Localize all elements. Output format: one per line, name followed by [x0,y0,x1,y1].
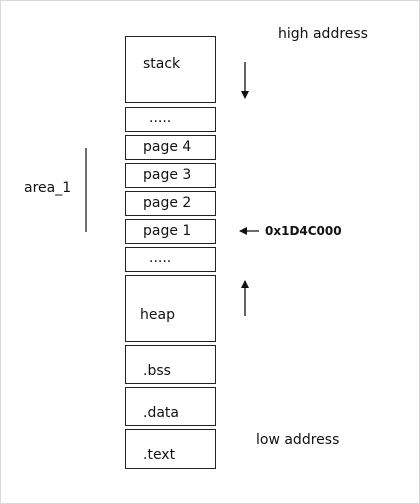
page4-label: page 4 [143,139,192,155]
page3-block: page 3 [125,163,216,188]
high-address-label: high address [278,26,368,42]
gap-top-label: ..... [149,110,172,126]
area-label: area_1 [24,180,72,196]
data-block: .data [125,387,216,426]
low-address-label: low address [256,432,340,448]
heap-block: heap [125,275,216,342]
page2-block: page 2 [125,191,216,216]
bss-block: .bss [125,345,216,384]
page1-address-label: 0x1D4C000 [265,224,342,238]
page4-block: page 4 [125,135,216,160]
page2-label: page 2 [143,195,192,211]
data-label: .data [143,405,179,421]
bss-label: .bss [143,363,171,379]
text-label: .text [143,447,176,463]
gap-top-block: ..... [125,107,216,132]
page3-label: page 3 [143,167,192,183]
gap-bottom-label: ..... [149,250,172,266]
page1-label: page 1 [143,223,192,239]
stack-block: stack [125,36,216,103]
gap-bottom-block: ..... [125,247,216,272]
heap-label: heap [140,307,175,323]
stack-label: stack [143,56,181,72]
page1-block: page 1 [125,219,216,244]
text-block: .text [125,429,216,469]
